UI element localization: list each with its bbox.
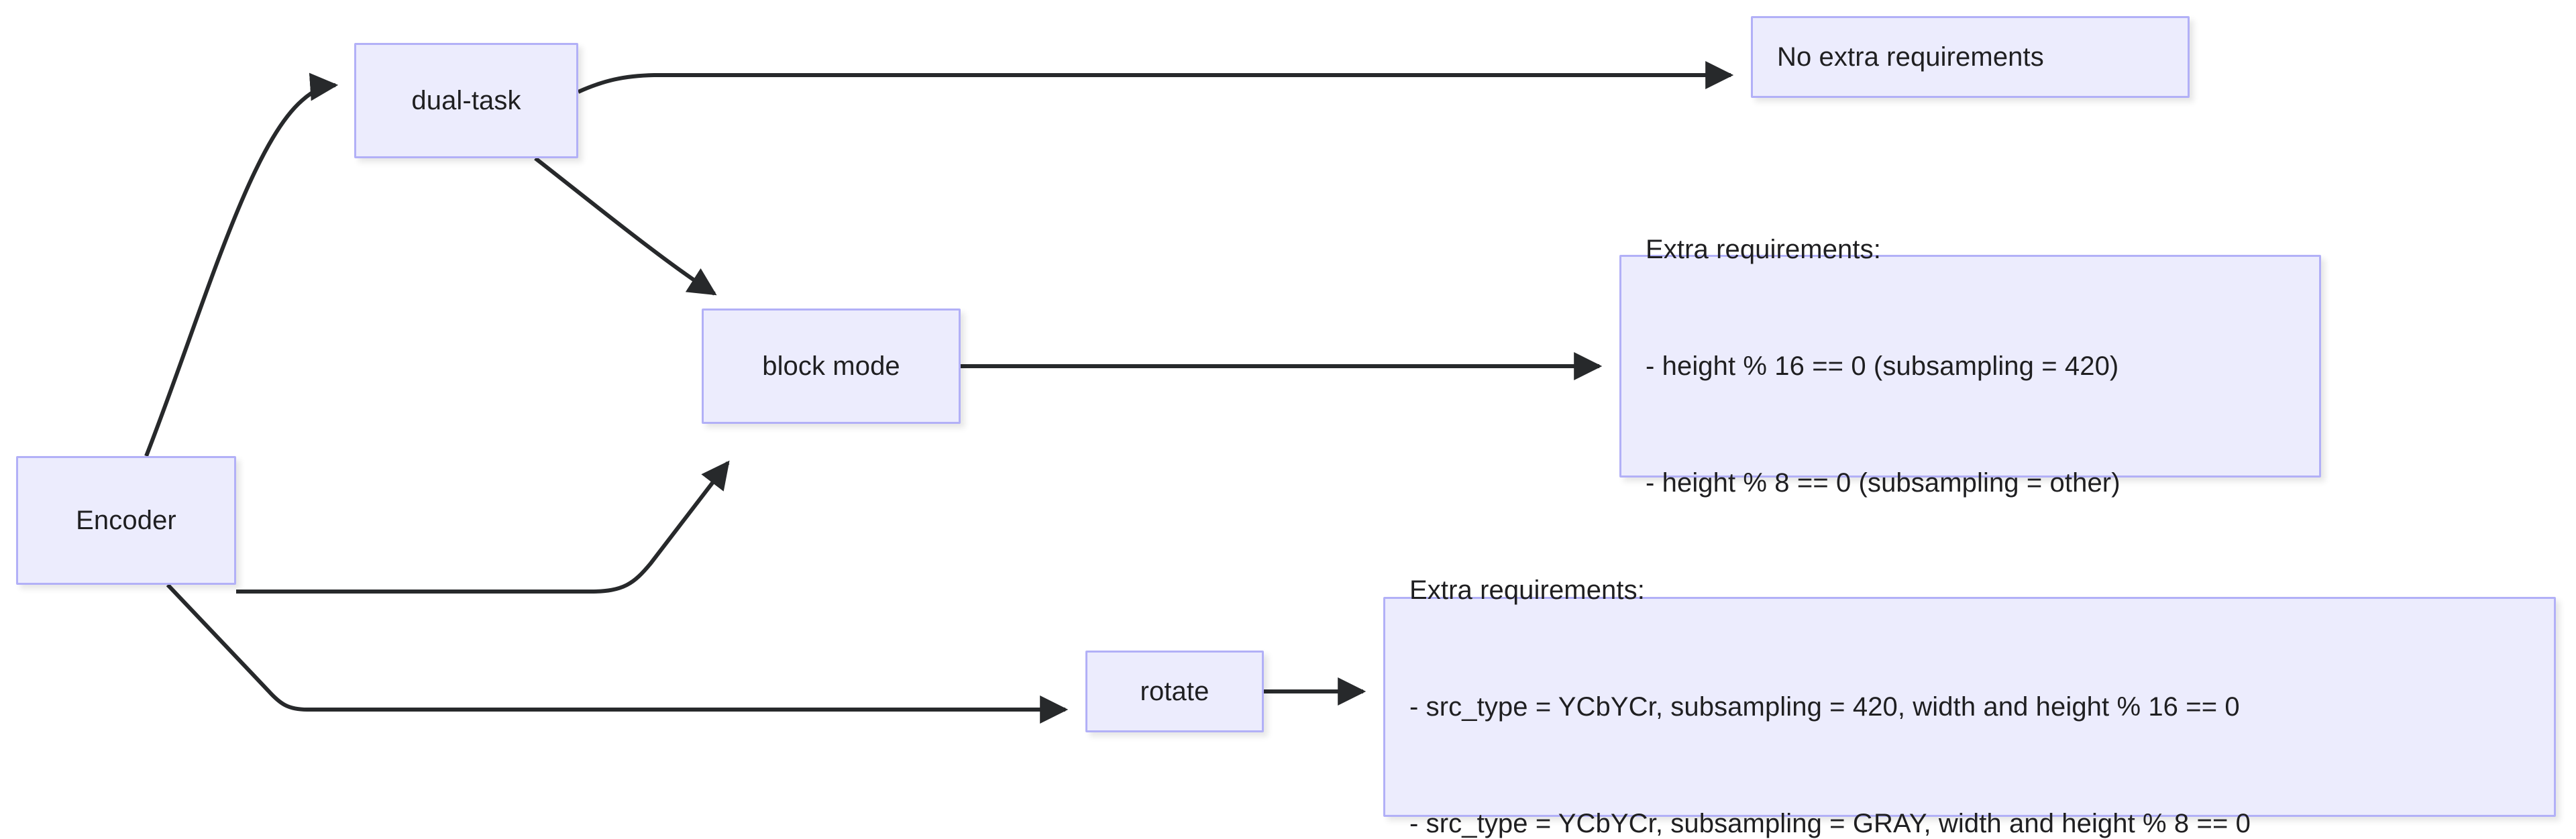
node-encoder[interactable]: Encoder bbox=[16, 456, 236, 585]
edge-encoder-to-block-mode bbox=[236, 460, 730, 594]
node-block-mode-label: block mode bbox=[762, 351, 900, 381]
node-extra-requirements-block-mode[interactable]: Extra requirements: - height % 16 == 0 (… bbox=[1619, 235, 2321, 498]
node-rotate[interactable]: rotate bbox=[1085, 651, 1264, 732]
node-extra-requirements-block-mode-lines: Extra requirements: - height % 16 == 0 (… bbox=[1646, 152, 2121, 580]
extra-block-line-3: - height % 8 == 0 (subsampling = other) bbox=[1646, 468, 2121, 498]
node-encoder-label: Encoder bbox=[76, 506, 176, 535]
node-no-extra-requirements-label: No extra requirements bbox=[1777, 42, 2044, 72]
extra-rotate-line-1: Extra requirements: bbox=[1409, 575, 1645, 605]
node-block-mode[interactable]: block mode bbox=[702, 309, 961, 424]
node-extra-requirements-rotate[interactable]: Extra requirements: - src_type = YCbYCr,… bbox=[1383, 575, 2556, 838]
extra-rotate-line-3: - src_type = YCbYCr, subsampling = GRAY,… bbox=[1409, 809, 2251, 838]
node-dual-task[interactable]: dual-task bbox=[354, 43, 578, 158]
extra-block-line-1: Extra requirements: bbox=[1646, 235, 1881, 264]
extra-rotate-line-2: - src_type = YCbYCr, subsampling = 420, … bbox=[1409, 692, 2240, 722]
edge-encoder-to-rotate bbox=[166, 583, 1069, 724]
node-rotate-label: rotate bbox=[1140, 677, 1210, 706]
edge-encoder-to-dual-task bbox=[144, 72, 339, 457]
node-dual-task-label: dual-task bbox=[411, 86, 521, 115]
edge-dual-task-to-no-extra bbox=[577, 61, 1734, 94]
node-extra-requirements-rotate-lines: Extra requirements: - src_type = YCbYCr,… bbox=[1409, 493, 2251, 839]
edge-dual-task-to-block-mode bbox=[534, 156, 717, 296]
extra-block-line-2: - height % 16 == 0 (subsampling = 420) bbox=[1646, 351, 2119, 381]
node-no-extra-requirements[interactable]: No extra requirements bbox=[1751, 16, 2190, 98]
